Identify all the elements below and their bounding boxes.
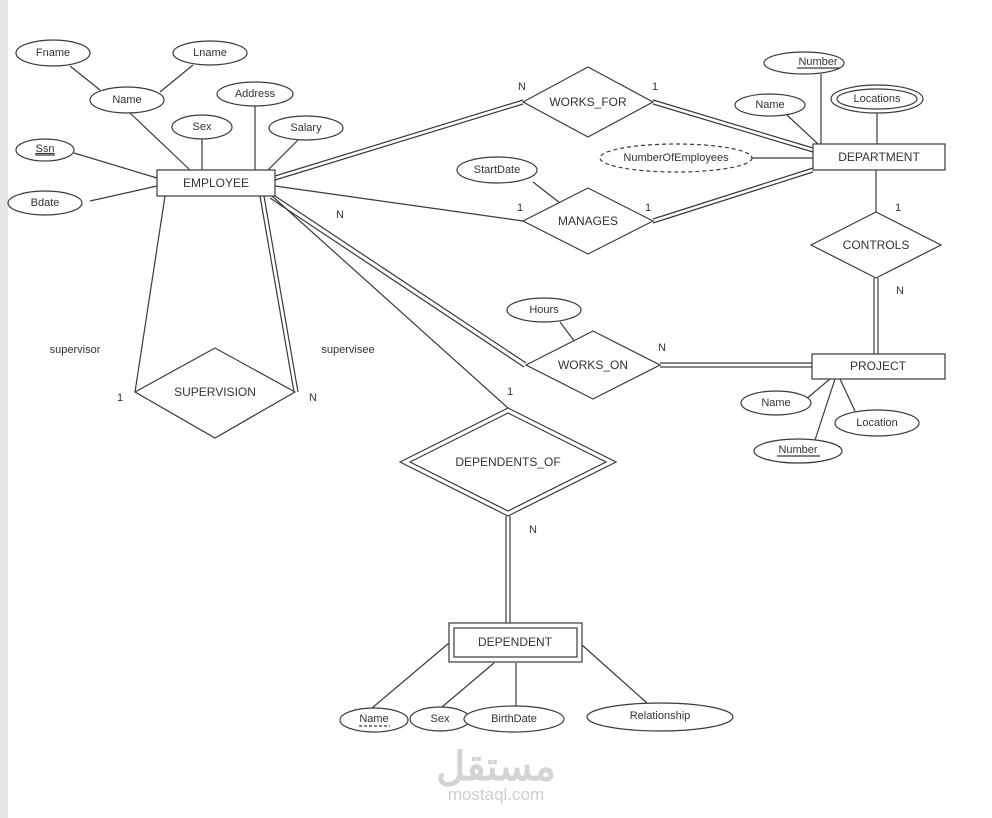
entity-label: DEPENDENT (478, 635, 553, 649)
relationship-controls[interactable]: CONTROLS (809, 211, 943, 279)
attr-label: Address (235, 88, 276, 100)
cardinality-label: 1 (507, 386, 513, 398)
attr-label: Number (798, 56, 837, 68)
attr-dept-num-employees-derived[interactable]: NumberOfEmployees (599, 143, 753, 173)
entity-project[interactable]: PROJECT (811, 353, 946, 380)
relationship-manages[interactable]: MANAGES (521, 187, 655, 255)
cardinality-label: 1 (652, 81, 658, 93)
relationship-works-on[interactable]: WORKS_ON (524, 330, 662, 400)
relationship-label: MANAGES (558, 214, 618, 228)
attr-label: Hours (529, 304, 559, 316)
relationship-label: DEPENDENTS_OF (455, 455, 560, 469)
entity-label: DEPARTMENT (838, 150, 920, 164)
attr-sex[interactable]: Sex (171, 114, 233, 140)
attr-label: Location (856, 417, 898, 429)
cardinality-label: N (518, 81, 526, 93)
attr-label: Name (755, 99, 784, 111)
attr-fname[interactable]: Fname (15, 39, 91, 67)
relationship-label: CONTROLS (843, 238, 910, 252)
attr-label: Bdate (31, 197, 60, 209)
relationship-works-for[interactable]: WORKS_FOR (521, 66, 655, 138)
attr-project-name[interactable]: Name (740, 390, 812, 416)
cardinality-label: N (529, 524, 537, 536)
connectors (69, 64, 879, 709)
identifying-relationship-dependents-of[interactable]: DEPENDENTS_OF (398, 407, 618, 517)
relationship-supervision[interactable]: SUPERVISION (133, 347, 297, 439)
left-border (0, 0, 8, 818)
attr-label: Sex (193, 121, 212, 133)
attr-project-number-key[interactable]: Number (753, 438, 843, 464)
attr-dept-number-key[interactable]: Number (763, 51, 845, 75)
cardinality-label: N (309, 392, 317, 404)
attr-dept-name[interactable]: Name (734, 93, 806, 117)
attr-label: Lname (193, 47, 227, 59)
relationship-label: WORKS_ON (558, 358, 628, 372)
attr-dependent-name-partial-key[interactable]: Name (339, 707, 409, 733)
entity-label: PROJECT (850, 359, 907, 373)
cardinality-label: 1 (117, 392, 123, 404)
entity-department[interactable]: DEPARTMENT (812, 143, 946, 171)
attr-label: StartDate (474, 164, 520, 176)
role-supervisor: supervisor (50, 344, 101, 356)
attr-label: Fname (36, 47, 70, 59)
attr-label: Salary (290, 122, 322, 134)
attr-address[interactable]: Address (216, 81, 294, 107)
attr-label: NumberOfEmployees (623, 152, 729, 164)
attr-name[interactable]: Name (89, 86, 165, 114)
attr-label: Number (778, 444, 817, 456)
attr-label: Name (761, 397, 790, 409)
watermark-logo: مستقل (436, 745, 556, 789)
attr-lname[interactable]: Lname (172, 40, 248, 66)
attr-label: BirthDate (491, 713, 537, 725)
cardinality-label: 1 (895, 202, 901, 214)
cardinality-label: N (336, 209, 344, 221)
attr-project-location[interactable]: Location (834, 409, 920, 437)
attr-dependent-relationship[interactable]: Relationship (586, 702, 734, 732)
cardinality-label: N (896, 285, 904, 297)
attr-hours[interactable]: Hours (506, 297, 582, 323)
attr-dependent-sex[interactable]: Sex (409, 706, 471, 732)
cardinality-label: 1 (645, 202, 651, 214)
role-supervisee: supervisee (321, 344, 374, 356)
weak-entity-dependent[interactable]: DEPENDENT (448, 622, 583, 663)
attr-label: Locations (853, 93, 901, 105)
attr-start-date[interactable]: StartDate (456, 156, 538, 184)
cardinality-label: N (658, 342, 666, 354)
attr-salary[interactable]: Salary (268, 115, 344, 141)
relationship-label: SUPERVISION (174, 385, 256, 399)
attr-label: Sex (431, 713, 450, 725)
attr-label: Name (359, 713, 388, 725)
entity-employee[interactable]: EMPLOYEE (156, 169, 276, 197)
relationship-label: WORKS_FOR (549, 95, 627, 109)
attr-ssn-key[interactable]: Ssn (15, 138, 75, 162)
attr-label: Name (112, 94, 141, 106)
attr-dependent-birthdate[interactable]: BirthDate (463, 705, 565, 733)
entity-label: EMPLOYEE (183, 176, 249, 190)
attr-label: Ssn (36, 143, 55, 155)
watermark-text: mostaql.com (448, 785, 544, 804)
attr-dept-locations-multivalued[interactable]: Locations (830, 84, 924, 114)
attr-label: Relationship (630, 710, 691, 722)
attr-bdate[interactable]: Bdate (7, 190, 83, 216)
cardinality-label: 1 (517, 202, 523, 214)
